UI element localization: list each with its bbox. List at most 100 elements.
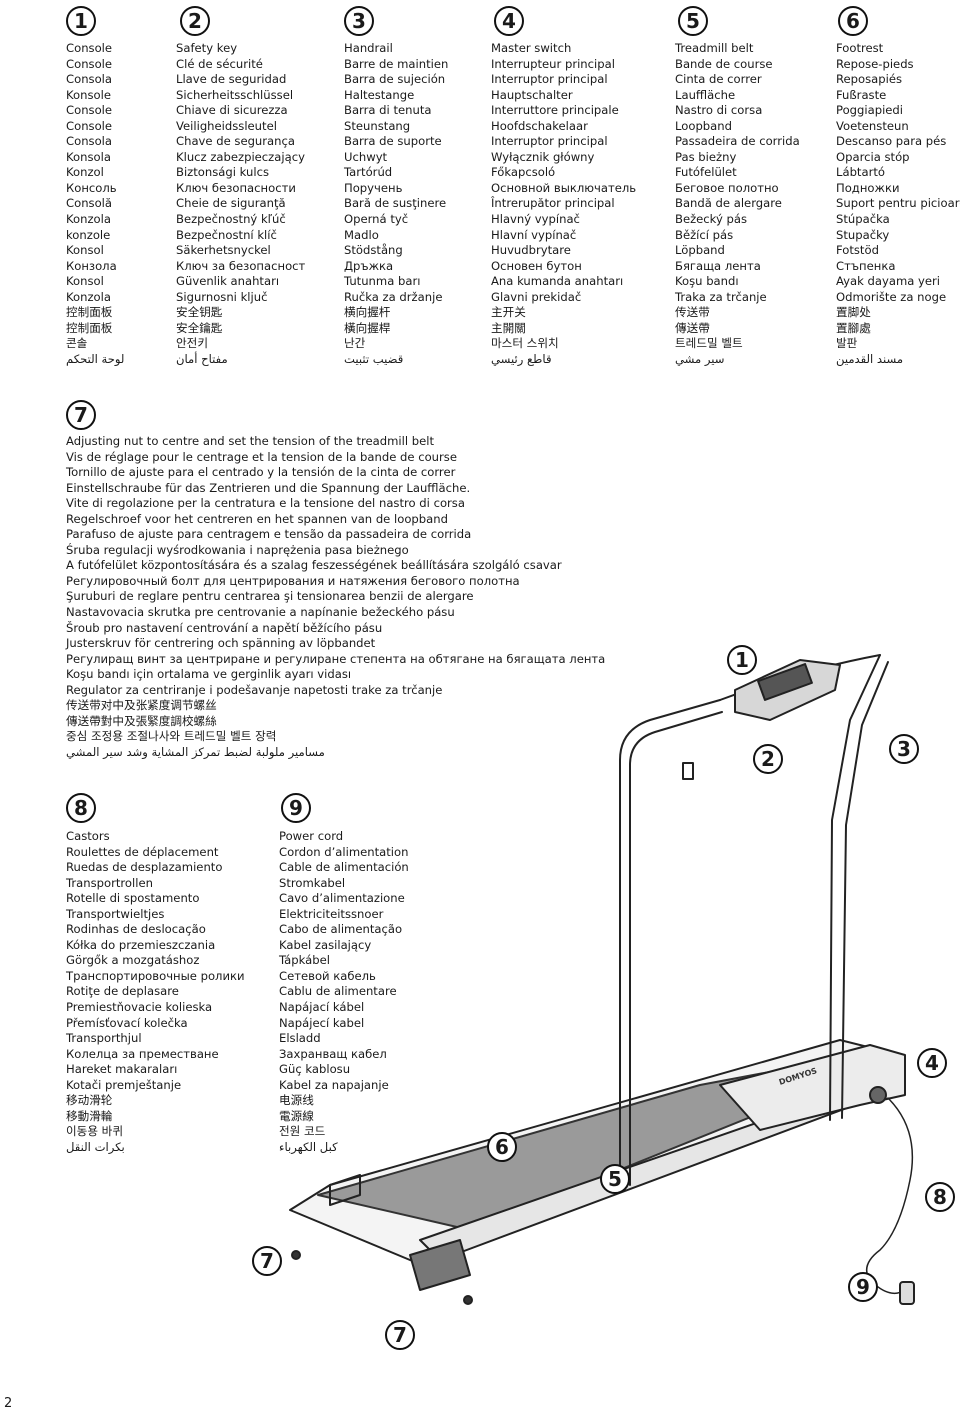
section-7-line: 중심 조정용 조절나사와 트레드밀 벨트 장력 [66,729,277,744]
column-entry: Descanso para pés [836,134,947,149]
column-entry: Bară de susţinere [344,196,447,211]
column-entry: Sigurnosni ključ [176,289,268,304]
callout-1: 1 [727,645,757,675]
section-8-line: Transporthjul [66,1031,142,1046]
column-entry: Подножки [836,180,900,195]
column-entry: Wyłącznik główny [491,149,595,164]
column-entry: Konsol [66,243,104,258]
callout-4: 4 [917,1048,947,1078]
column-entry: 主开关 [491,305,526,320]
column-entry: Bezpečnostní klíč [176,227,277,242]
column-entry: Konzol [66,165,104,180]
badge-7: 7 [66,400,96,430]
badge-5: 5 [678,6,708,36]
section-7-line: Tornillo de ajuste para el centrado y la… [66,465,456,480]
section-8-line: Rotiţe de deplasare [66,984,179,999]
column-entry: Bande de course [675,56,773,71]
column-entry: Поручень [344,180,403,195]
column-entry: Traka za trčanje [675,289,767,304]
column-entry: Huvudbrytare [491,243,571,258]
column-entry: 橫向握桿 [344,320,391,335]
column-entry: Odmorište za noge [836,289,947,304]
column-entry: Cinta de correr [675,72,762,87]
section-8-line: Transportrollen [66,875,153,890]
column-entry: Glavni prekidač [491,289,582,304]
column-entry: Ručka za držanje [344,289,443,304]
right-upright [829,654,881,1121]
column-entry: 控制面板 [66,320,113,335]
section-8-line: Kółka do przemieszczania [66,937,216,952]
column-entry: Klucz zabezpieczający [176,149,305,164]
callout-5: 5 [600,1164,630,1194]
badge-9: 9 [281,793,311,823]
column-entry: 传送带 [675,305,710,320]
section-9-line: Cavo d’alimentazione [279,891,405,906]
section-8-line: 이동용 바퀴 [66,1124,124,1139]
section-8-line: Rotelle di spostamento [66,891,200,906]
column-entry: Interrupteur principal [491,56,615,71]
section-8-line: 移动滑轮 [66,1093,113,1108]
section-7-line: Vite di regolazione per la centratura e … [66,496,465,511]
section-9-line: Elektriciteitssnoer [279,906,384,921]
column-entry: Repose-pieds [836,56,914,71]
console-display [757,663,813,701]
section-7-line: Şuruburi de reglare pentru centrarea şi … [66,589,474,604]
column-entry: 마스터 스위치 [491,336,559,351]
column-entry: 트레드밀 벨트 [675,336,743,351]
column-entry: Fußraste [836,87,887,102]
column-entry: Hauptschalter [491,87,573,102]
section-8-line: Transportwieltjes [66,906,165,921]
column-entry: Стъпенка [836,258,896,273]
column-entry: Console [66,56,113,71]
column-entry: Interruttore principale [491,103,619,118]
column-entry: Konsol [66,274,104,289]
column-entry: Lauffläche [675,87,736,102]
section-7-line: Регулировочный болт для центрирования и … [66,573,520,588]
column-entry: Treadmill belt [675,41,754,55]
motor-hood [719,1044,906,1131]
column-entry: Interruptor principal [491,72,608,87]
section-9-line: Cable de alimentación [279,860,409,875]
column-entry: Основен бутон [491,258,582,273]
column-entry: Güvenlik anahtarı [176,274,280,289]
callout-7b: 7 [385,1320,415,1350]
section-8-line: بكرات النقل [66,1139,125,1154]
column-entry: Futófelület [675,165,737,180]
column-entry: Nastro di corsa [675,103,763,118]
column-entry: Tartórúd [344,165,393,180]
section-8-line: Castors [66,829,110,843]
column-entry: Veiligheidssleutel [176,118,277,133]
section-8-line: Roulettes de déplacement [66,844,219,859]
callout-8: 8 [925,1182,955,1212]
column-entry: Hoofdschakelaar [491,118,588,133]
power-plug [899,1281,915,1305]
column-entry: 난간 [344,336,366,351]
column-entry: مفتاح أمان [176,351,228,366]
section-7-line: Regelschroef voor het centreren en het s… [66,511,448,526]
column-entry: Ключ за безопасност [176,258,306,273]
column-entry: Oparcia stóp [836,149,910,164]
section-7-line: 传送带对中及张紧度调节螺丝 [66,698,217,713]
section-8-line: Hareket makaraları [66,1062,178,1077]
section-7-line: 傳送帶對中及張緊度調校螺絲 [66,713,217,728]
section-9-line: Захранващ кабел [279,1046,387,1061]
column-entry: Clé de sécurité [176,56,263,71]
column-entry: Barra di tenuta [344,103,432,118]
column-entry: Основной выключатель [491,180,637,195]
column-entry: Беговое полотно [675,180,779,195]
adjusting-nut [291,1250,301,1260]
column-entry: 置腳處 [836,320,871,335]
column-entry: سير مشي [675,351,725,366]
column-entry: Конзола [66,258,117,273]
column-entry: Stödstång [344,243,403,258]
column-entry: Întrerupător principal [491,196,615,211]
column-entry: Pas bieżny [675,149,737,164]
section-8-line: Görgők a mozgatáshoz [66,953,200,968]
column-entry: Löpband [675,243,725,258]
column-entry: Cheie de siguranţă [176,196,286,211]
